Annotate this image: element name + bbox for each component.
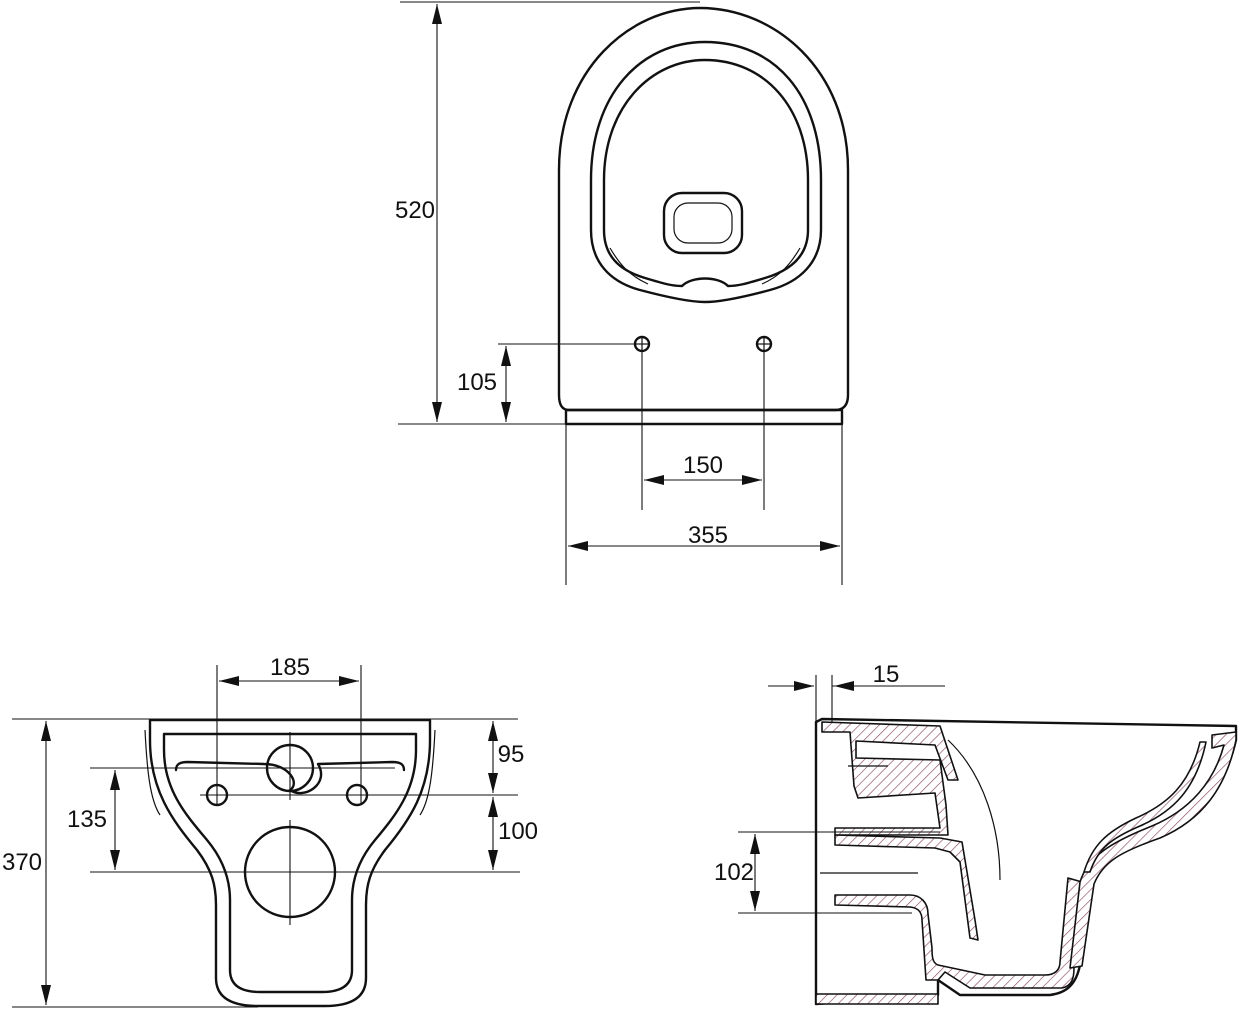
side-section: 15 102 bbox=[714, 661, 1238, 1006]
bowl-opening-outline bbox=[602, 58, 810, 288]
rim-flush-opening bbox=[662, 191, 744, 255]
bowl-outer-outline bbox=[557, 6, 850, 412]
dim-label-length: 520 bbox=[395, 197, 435, 224]
dim-label-rear-height: 370 bbox=[2, 849, 42, 876]
rear-plate bbox=[564, 408, 844, 426]
section-hatch-front-rim bbox=[1083, 741, 1207, 873]
dim-label-fixing-offset: 105 bbox=[457, 369, 497, 396]
dim-label-width: 355 bbox=[688, 522, 728, 549]
section-hatch-top bbox=[821, 721, 959, 836]
seat-hinge-arc-left bbox=[609, 247, 649, 285]
dim-label-rear-fixing-spacing: 185 bbox=[270, 654, 310, 681]
seat-hinge-arc-right bbox=[761, 247, 801, 285]
dim-label-section-outlet: 102 bbox=[714, 859, 754, 886]
dim-label-wall-offset: 15 bbox=[873, 661, 900, 688]
section-inner-bowl-curve bbox=[947, 739, 1001, 881]
section-hatch-wall bbox=[834, 834, 979, 941]
dim-label-rear-outlet: 135 bbox=[67, 806, 107, 833]
rear-view: 185 370 95 100 135 bbox=[2, 654, 538, 1008]
rear-outer-outline bbox=[148, 718, 432, 1008]
section-hatch-rim bbox=[1069, 731, 1237, 969]
seat-ring-outline bbox=[589, 40, 823, 304]
top-view: 520 105 150 355 bbox=[395, 1, 850, 585]
rear-side-lip-left bbox=[144, 729, 161, 816]
rear-side-lip-right bbox=[419, 729, 436, 816]
dim-label-fixings-outlet: 100 bbox=[498, 818, 538, 845]
section-hatch-lower-ledge bbox=[834, 877, 1083, 989]
dim-label-fixing-spacing: 150 bbox=[683, 452, 723, 479]
dim-label-inlet-fixings: 95 bbox=[498, 741, 525, 768]
rim-flush-opening-inner bbox=[673, 202, 733, 244]
rear-inner-outline bbox=[162, 732, 418, 994]
section-base-hatch bbox=[815, 993, 939, 1005]
